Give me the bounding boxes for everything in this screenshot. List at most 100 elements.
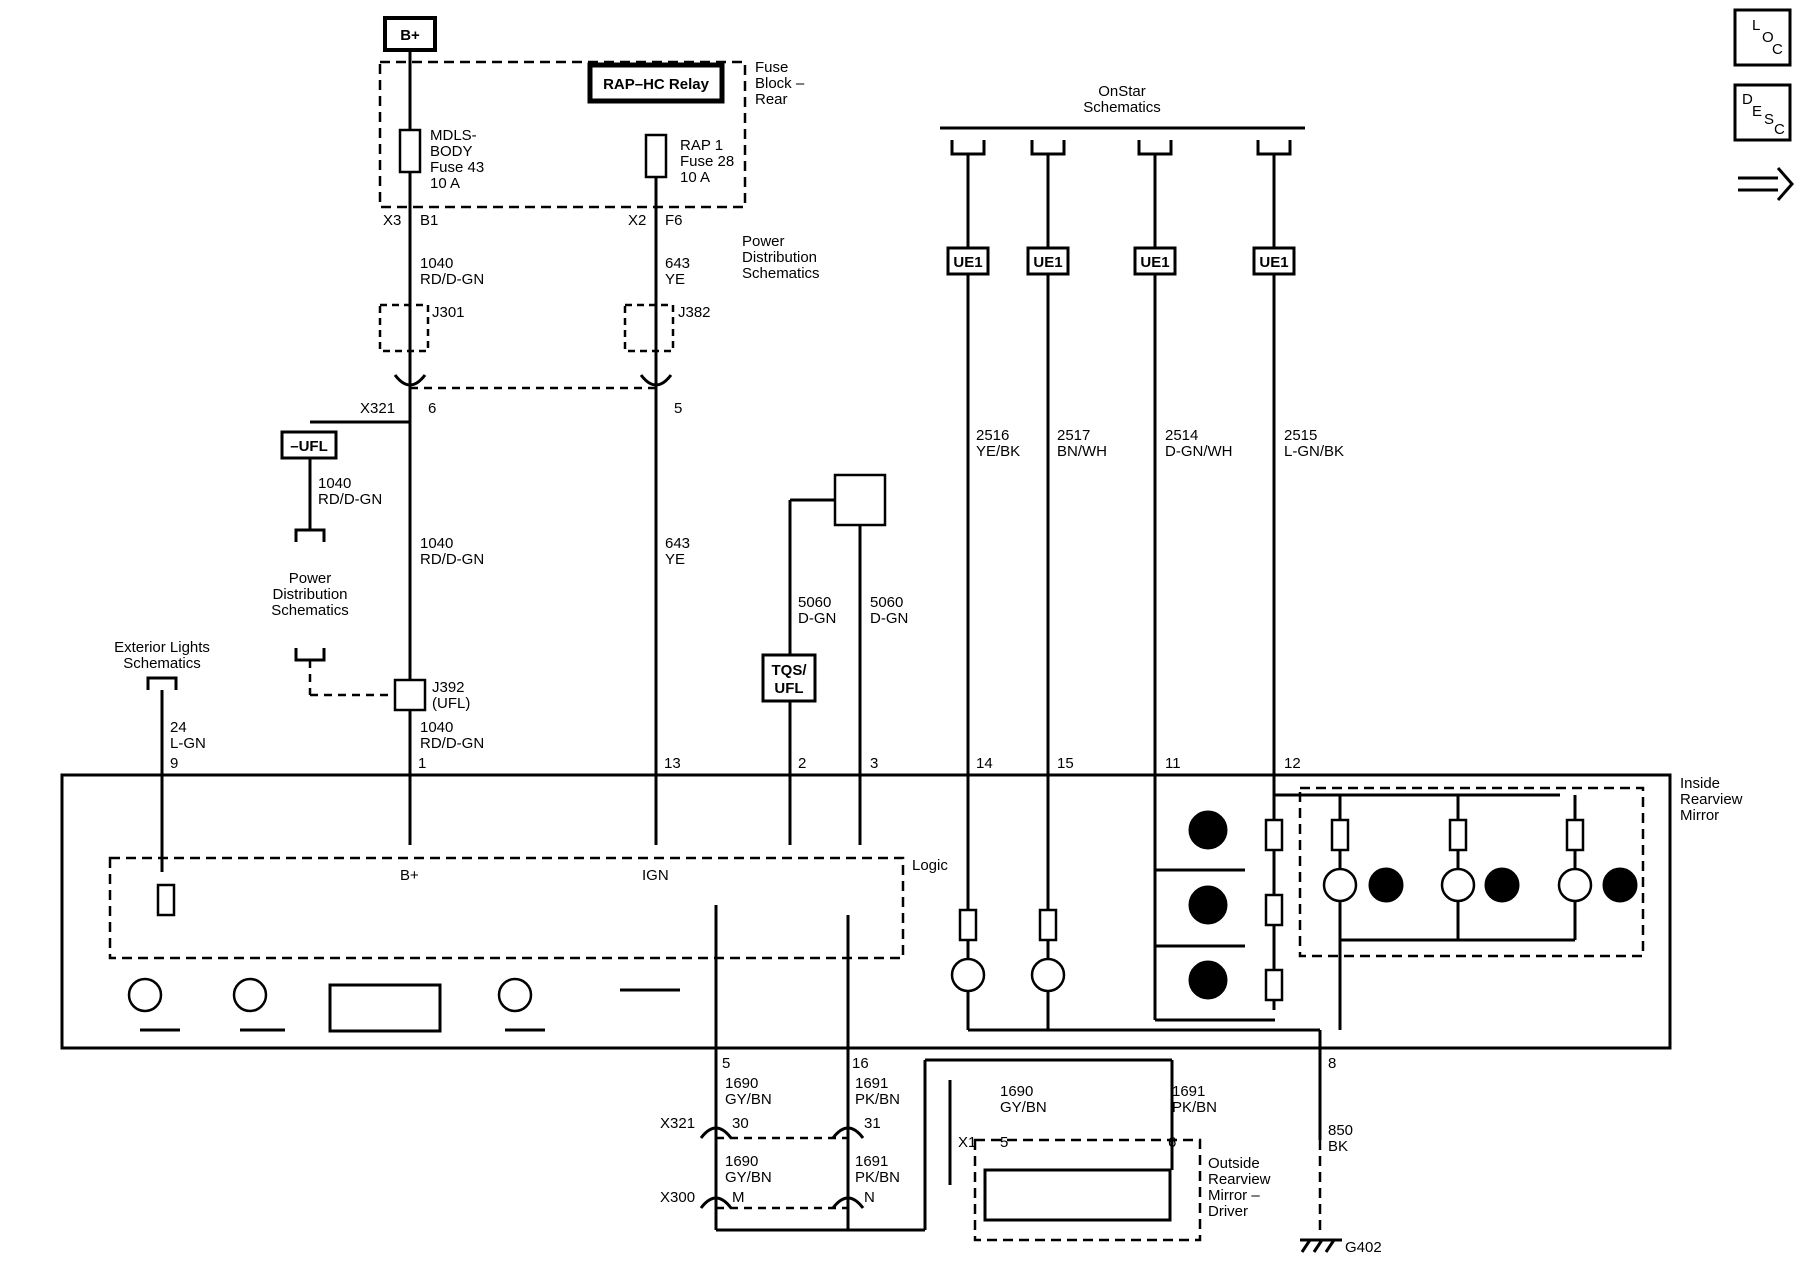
pin-x300: X300 — [660, 1189, 695, 1206]
fuse-block-title-2: Block – — [755, 75, 805, 92]
logic-label: Logic — [912, 857, 948, 874]
wire-5060a-num: 5060 — [798, 594, 831, 611]
mirror-pin-12: 12 — [1284, 755, 1301, 772]
ue1-label-c: UE1 — [1140, 254, 1169, 271]
splice-j382: J382 — [678, 304, 711, 321]
splice-j382-box — [623, 303, 675, 353]
phone-indicator-icon — [1602, 867, 1638, 903]
fuse-left-4: 10 A — [430, 175, 460, 192]
wire-2517-col: BN/WH — [1057, 443, 1107, 460]
pds2-line-1: Power — [289, 570, 332, 587]
wire-1691c-num: 1691 — [1172, 1083, 1205, 1100]
desc-s: S — [1764, 111, 1774, 128]
pin-n: N — [864, 1189, 875, 1206]
onstar-off-icon — [1188, 885, 1228, 925]
wire-2516-col: YE/BK — [976, 443, 1020, 460]
fuse-left-1: MDLS- — [430, 127, 477, 144]
tqs-label-2: UFL — [774, 680, 803, 697]
connector-nav-icon[interactable] — [1738, 167, 1794, 201]
onstar-line-2: Schematics — [1083, 99, 1161, 116]
mirror-title-2: Rearview — [1680, 791, 1743, 808]
wire-1691a-num: 1691 — [855, 1075, 888, 1092]
ue1-tags — [946, 246, 1296, 276]
pin-31: 31 — [864, 1115, 881, 1132]
loc-icon[interactable] — [1733, 8, 1792, 67]
bplus-pin-label: B+ — [400, 867, 419, 884]
pin-x2: X2 — [628, 212, 646, 229]
wire-1691b-num: 1691 — [855, 1153, 888, 1170]
wire-1691b-col: PK/BN — [855, 1169, 900, 1186]
pin-x1-5: 5 — [1000, 1134, 1008, 1151]
wire-1690a-num: 1690 — [725, 1075, 758, 1092]
mirror-pin-15: 15 — [1057, 755, 1074, 772]
pin-c8: 8 — [1328, 1055, 1336, 1072]
pin-m: M — [732, 1189, 745, 1206]
wire-1690b-col: GY/BN — [725, 1169, 772, 1186]
splice-j301-box — [378, 303, 430, 353]
wire-2515-num: 2515 — [1284, 427, 1317, 444]
wire-2516-num: 2516 — [976, 427, 1009, 444]
pin-6: 6 — [428, 400, 436, 417]
loc-o: O — [1762, 29, 1774, 46]
wire-1040c-num: 1040 — [420, 535, 453, 552]
loc-l: L — [1752, 17, 1760, 34]
wire-1040c-col: RD/D-GN — [420, 551, 484, 568]
tqs-label-1: TQS/ — [771, 662, 807, 679]
pin-x3: X3 — [383, 212, 401, 229]
pin-x321-top: X321 — [360, 400, 395, 417]
pin-x321-bot: X321 — [660, 1115, 695, 1132]
splice-j392: J392 — [432, 679, 465, 696]
ufl-label: –UFL — [290, 438, 328, 455]
pin-c5: 5 — [722, 1055, 730, 1072]
splice-j392-sub: (UFL) — [432, 695, 470, 712]
mirror-pin-1: 1 — [418, 755, 426, 772]
wire-1040-num: 1040 — [420, 255, 453, 272]
wire-643-col: YE — [665, 271, 685, 288]
ufl-tag: –UFL — [280, 430, 338, 460]
fuse-block-title-1: Fuse — [755, 59, 788, 76]
outside-mirror-4: Driver — [1208, 1203, 1248, 1220]
onstar-line-1: OnStar — [1098, 83, 1146, 100]
splice-j301: J301 — [432, 304, 465, 321]
pin-b1: B1 — [420, 212, 438, 229]
wire-1691c-col: PK/BN — [1172, 1099, 1217, 1116]
fuse-left-3: Fuse 43 — [430, 159, 484, 176]
wire-1040-col: RD/D-GN — [420, 271, 484, 288]
fuse-left-2: BODY — [430, 143, 473, 160]
mirror-title-3: Mirror — [1680, 807, 1719, 824]
wire-1690c-num: 1690 — [1000, 1083, 1033, 1100]
ext-line-2: Schematics — [123, 655, 201, 672]
pin-30: 30 — [732, 1115, 749, 1132]
pin-c16: 16 — [852, 1055, 869, 1072]
wire-1040b-num: 1040 — [318, 475, 351, 492]
wire-1690a-col: GY/BN — [725, 1091, 772, 1108]
wire-1690b-num: 1690 — [725, 1153, 758, 1170]
ue1-label-a: UE1 — [953, 254, 982, 271]
relay-label: RAP–HC Relay — [603, 76, 710, 93]
wire-850-num: 850 — [1328, 1122, 1353, 1139]
pds2-line-3: Schematics — [271, 602, 349, 619]
pin-5: 5 — [674, 400, 682, 417]
desc-d: D — [1742, 91, 1753, 108]
mirror-pin-9: 9 — [170, 755, 178, 772]
ue1-label-b: UE1 — [1033, 254, 1062, 271]
wire-1040b-col: RD/D-GN — [318, 491, 382, 508]
pin-x1-6: 6 — [1168, 1134, 1176, 1151]
wire-2514-num: 2514 — [1165, 427, 1198, 444]
loc-c: C — [1772, 41, 1783, 58]
mirror-pin-3: 3 — [870, 755, 878, 772]
fuse-right-1: RAP 1 — [680, 137, 723, 154]
desc-icon[interactable] — [1733, 83, 1792, 142]
wire-24-col: L-GN — [170, 735, 206, 752]
pds1-line-2: Distribution — [742, 249, 817, 266]
off-indicator-icon — [1484, 867, 1520, 903]
wire-1690c-col: GY/BN — [1000, 1099, 1047, 1116]
fuse-right-2: Fuse 28 — [680, 153, 734, 170]
mirror-pin-2: 2 — [798, 755, 806, 772]
wire-850-col: BK — [1328, 1138, 1348, 1155]
ign-label: IGN — [642, 867, 669, 884]
wire-2515-col: L-GN/BK — [1284, 443, 1344, 460]
ue1-label-d: UE1 — [1259, 254, 1288, 271]
ground-label: G402 — [1345, 1239, 1382, 1256]
